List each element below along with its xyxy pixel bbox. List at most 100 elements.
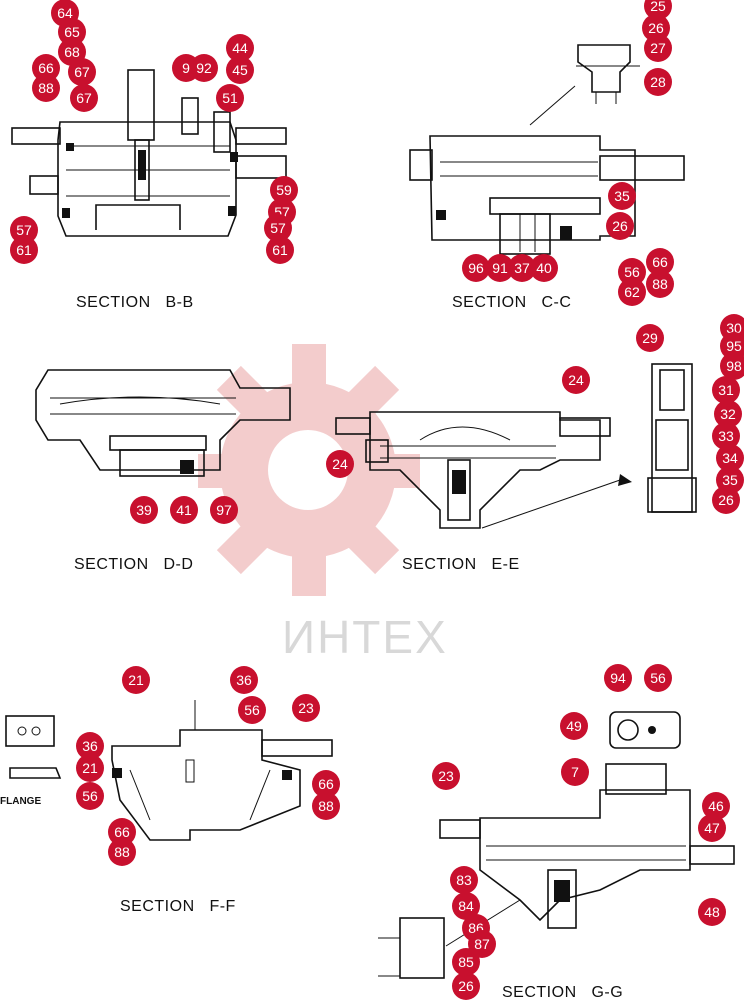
callout-number: 30 <box>726 320 742 336</box>
callout-number: 94 <box>610 670 626 686</box>
callout-number: 9 <box>182 60 190 76</box>
callout-66: 66 <box>32 54 60 82</box>
callout-number: 66 <box>114 824 130 840</box>
section-gg-drawing <box>378 711 735 979</box>
callout-number: 29 <box>642 330 658 346</box>
callout-number: 41 <box>176 502 192 518</box>
callout-56: 56 <box>618 258 646 286</box>
callout-66: 66 <box>108 818 136 846</box>
callout-26: 26 <box>712 486 740 514</box>
callout-33: 33 <box>712 422 740 450</box>
callout-number: 88 <box>318 798 334 814</box>
section-ff-drawing <box>5 700 333 841</box>
callout-number: 56 <box>624 264 640 280</box>
callout-number: 92 <box>196 60 212 76</box>
callout-number: 61 <box>272 242 288 258</box>
callout-32: 32 <box>714 400 742 428</box>
callout-85: 85 <box>452 948 480 976</box>
callout-66: 66 <box>312 770 340 798</box>
callout-56: 56 <box>238 696 266 724</box>
section-title-ff: SECTION F-F <box>120 898 236 915</box>
callout-26: 26 <box>452 972 480 1000</box>
watermark-gear-logo <box>198 344 420 596</box>
callout-number: 88 <box>114 844 130 860</box>
callout-61: 61 <box>10 236 38 264</box>
callout-number: 46 <box>708 798 724 814</box>
callout-number: 26 <box>458 978 474 994</box>
callout-56: 56 <box>644 664 672 692</box>
callout-24: 24 <box>562 366 590 394</box>
callout-57: 57 <box>264 214 292 242</box>
callout-number: 44 <box>232 40 248 56</box>
callout-number: 21 <box>128 672 144 688</box>
callout-59: 59 <box>270 176 298 204</box>
callout-number: 23 <box>438 768 454 784</box>
callout-number: 27 <box>650 40 666 56</box>
callout-number: 66 <box>38 60 54 76</box>
callout-41: 41 <box>170 496 198 524</box>
callout-39: 39 <box>130 496 158 524</box>
callout-84: 84 <box>452 892 480 920</box>
callout-number: 23 <box>298 700 314 716</box>
callout-number: 24 <box>568 372 584 388</box>
callout-number: 97 <box>216 502 232 518</box>
callout-51: 51 <box>216 84 244 112</box>
callout-44: 44 <box>226 34 254 62</box>
callout-number: 83 <box>456 872 472 888</box>
callout-26: 26 <box>606 212 634 240</box>
callout-56: 56 <box>76 782 104 810</box>
callout-number: 56 <box>244 702 260 718</box>
callout-number: 31 <box>718 382 734 398</box>
callout-29: 29 <box>636 324 664 352</box>
callout-87: 87 <box>468 930 496 958</box>
callout-number: 95 <box>726 338 742 354</box>
callout-number: 36 <box>82 738 98 754</box>
callout-number: 28 <box>650 74 666 90</box>
callout-65: 65 <box>58 18 86 46</box>
section-title-cc: SECTION C-C <box>452 294 572 311</box>
callout-number: 39 <box>136 502 152 518</box>
callout-number: 34 <box>722 450 738 466</box>
callout-23: 23 <box>432 762 460 790</box>
callout-98: 98 <box>720 352 744 380</box>
callout-number: 88 <box>652 276 668 292</box>
callout-number: 56 <box>82 788 98 804</box>
callout-number: 62 <box>624 284 640 300</box>
callout-number: 87 <box>474 936 490 952</box>
callout-36: 36 <box>230 666 258 694</box>
callout-27: 27 <box>644 34 672 62</box>
callout-number: 26 <box>612 218 628 234</box>
callout-number: 67 <box>76 90 92 106</box>
callout-number: 56 <box>650 670 666 686</box>
callout-number: 25 <box>650 0 666 14</box>
callout-94: 94 <box>604 664 632 692</box>
callout-number: 21 <box>82 760 98 776</box>
section-title-ee: SECTION E-E <box>402 556 520 573</box>
callout-number: 26 <box>718 492 734 508</box>
callout-49: 49 <box>560 712 588 740</box>
callout-number: 7 <box>571 764 579 780</box>
callout-47: 47 <box>698 814 726 842</box>
callout-number: 88 <box>38 80 54 96</box>
callout-number: 26 <box>648 20 664 36</box>
callout-number: 85 <box>458 954 474 970</box>
callout-34: 34 <box>716 444 744 472</box>
section-ee-drawing <box>335 363 697 529</box>
callout-21: 21 <box>76 754 104 782</box>
callout-number: 66 <box>652 254 668 270</box>
callout-number: 67 <box>74 64 90 80</box>
callout-61: 61 <box>266 236 294 264</box>
callout-88: 88 <box>32 74 60 102</box>
callout-88: 88 <box>312 792 340 820</box>
callout-number: 59 <box>276 182 292 198</box>
callout-62: 62 <box>618 278 646 306</box>
callout-83: 83 <box>450 866 478 894</box>
callout-21: 21 <box>122 666 150 694</box>
callout-45: 45 <box>226 56 254 84</box>
section-title-bb: SECTION B-B <box>76 294 194 311</box>
callout-number: 32 <box>720 406 736 422</box>
callout-88: 88 <box>108 838 136 866</box>
callout-number: 33 <box>718 428 734 444</box>
callout-number: 57 <box>270 220 286 236</box>
